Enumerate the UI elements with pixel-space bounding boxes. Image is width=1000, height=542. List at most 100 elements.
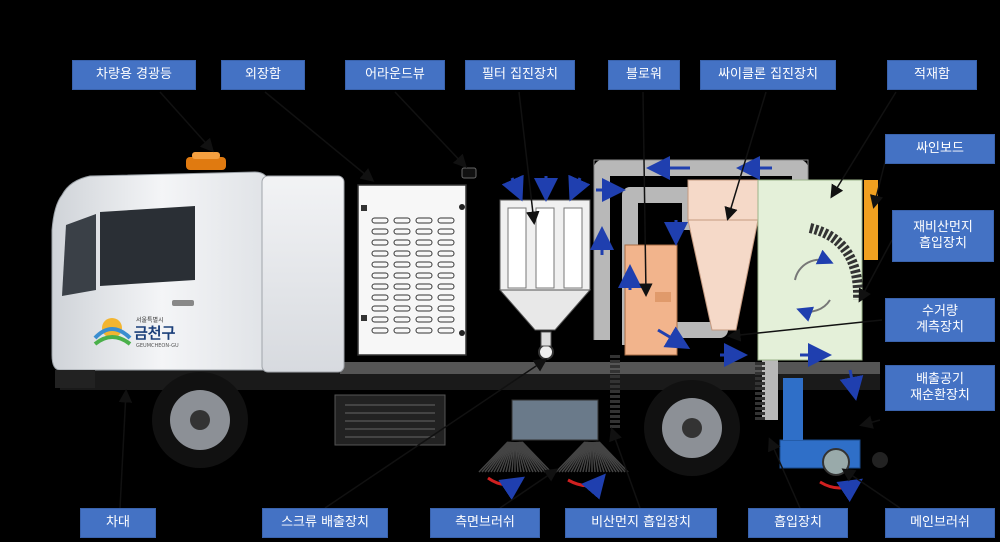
- sign-board: [864, 180, 878, 260]
- brush-bristle: [555, 441, 586, 473]
- vent-slot: [415, 316, 433, 323]
- vent-slot: [393, 294, 411, 301]
- beacon-light: [186, 157, 226, 170]
- brush-bristle: [517, 441, 531, 473]
- brush-bristle: [511, 441, 516, 473]
- label-suction: 흡입장치: [748, 508, 848, 538]
- vent-slot: [371, 239, 389, 246]
- vent-slot: [415, 261, 433, 268]
- filter-airflow-arrows: [501, 174, 591, 202]
- label-exhaust-2: 재순환장치: [910, 388, 970, 403]
- label-resuspended-dust-2: 흡입장치: [919, 236, 967, 251]
- label-collection-1: 수거량: [922, 304, 958, 319]
- label-hopper: 적재함: [887, 60, 977, 90]
- screw-discharge-outlet: [538, 344, 554, 360]
- vent-slot: [437, 305, 455, 312]
- logo-small-text: 서울특별시: [136, 316, 164, 324]
- brush-bristle: [515, 441, 522, 473]
- filter-cartridges: [507, 207, 583, 289]
- brush-bristle: [496, 441, 513, 473]
- vent-slot: [393, 250, 411, 257]
- brush-bristle: [596, 441, 617, 473]
- label-exhaust-1: 배출공기: [916, 372, 964, 387]
- toolbox-vents: [345, 404, 435, 438]
- label-main-brush: 메인브러쉬: [885, 508, 995, 538]
- vent-slot: [393, 327, 411, 334]
- vent-slot: [415, 327, 433, 334]
- brush-bristle: [561, 441, 587, 473]
- housing-panel: [357, 184, 467, 356]
- label-blower: 블로워: [608, 60, 680, 90]
- brush-bristle: [593, 441, 602, 473]
- exhaust-duct: [783, 378, 803, 440]
- brush-bristle: [493, 441, 512, 473]
- brush-bristle: [570, 441, 589, 473]
- brush-bristle: [592, 441, 599, 473]
- vent-slot: [437, 239, 455, 246]
- vent-slot: [437, 283, 455, 290]
- brush-bristle: [478, 441, 509, 473]
- side-brush-rotation: [487, 473, 606, 500]
- vent-slot: [415, 217, 433, 224]
- brush-bristle: [596, 441, 620, 473]
- filter-hopper: [498, 289, 592, 331]
- brush-bristle: [516, 441, 525, 473]
- vent-slot: [415, 294, 433, 301]
- brush-bristle: [517, 441, 534, 473]
- brush-bristle: [595, 441, 614, 473]
- brush-bristle: [490, 441, 511, 473]
- brush-bristle: [594, 441, 608, 473]
- brush-bristle: [591, 441, 596, 473]
- brush-bristle: [582, 441, 591, 473]
- brush-bristle: [514, 441, 519, 473]
- brush-bristle: [499, 441, 513, 473]
- cyclone-body: [687, 179, 759, 221]
- vent-slot: [371, 316, 389, 323]
- brush-bristle: [484, 441, 510, 473]
- front-wheel: [152, 372, 248, 468]
- brush-bristle: [597, 441, 623, 473]
- vent-slot: [437, 316, 455, 323]
- around-view-camera: [461, 167, 477, 179]
- brush-bristle: [518, 441, 537, 473]
- door-handle: [172, 300, 194, 306]
- vent-slot: [371, 272, 389, 279]
- brush-bristle: [576, 441, 590, 473]
- logo-name: 금천구: [134, 324, 176, 342]
- brush-bristle: [519, 441, 543, 473]
- brush-bristle: [519, 441, 540, 473]
- vent-slot: [371, 261, 389, 268]
- brush-bristle: [502, 441, 514, 473]
- brush-bristle: [521, 441, 552, 473]
- label-resuspended-dust: 재비산먼지 흡입장치: [892, 210, 994, 262]
- brush-bristle: [481, 441, 509, 473]
- vent-slot: [415, 228, 433, 235]
- vent-slot: [437, 327, 455, 334]
- brush-bristle: [558, 441, 586, 473]
- cab-window: [100, 206, 195, 286]
- brush-bristle: [567, 441, 588, 473]
- logo-sub: GEUMCHEON-GU: [136, 343, 179, 349]
- housing-vents: [371, 217, 455, 334]
- vent-slot: [371, 228, 389, 235]
- body-panel: [261, 175, 345, 373]
- label-exhaust-recirculation: 배출공기 재순환장치: [885, 365, 995, 411]
- flow-arrows: [590, 156, 864, 401]
- vent-slot: [415, 305, 433, 312]
- vent-slot: [437, 250, 455, 257]
- vent-slot: [393, 283, 411, 290]
- vent-slot: [393, 316, 411, 323]
- vent-slot: [393, 228, 411, 235]
- label-around-view: 어라운드뷰: [345, 60, 445, 90]
- label-collection-meter: 수거량 계측장치: [885, 298, 995, 342]
- label-screw-discharge: 스크류 배출장치: [262, 508, 388, 538]
- label-side-brush: 측면브러쉬: [430, 508, 540, 538]
- label-beacon: 차량용 경광등: [72, 60, 196, 90]
- vent-slot: [415, 250, 433, 257]
- brush-bristle: [505, 441, 514, 473]
- side-brush-mount: [511, 399, 599, 441]
- label-filter-collector: 필터 집진장치: [465, 60, 575, 90]
- leader-lines: [118, 91, 901, 509]
- label-chassis: 차대: [80, 508, 156, 538]
